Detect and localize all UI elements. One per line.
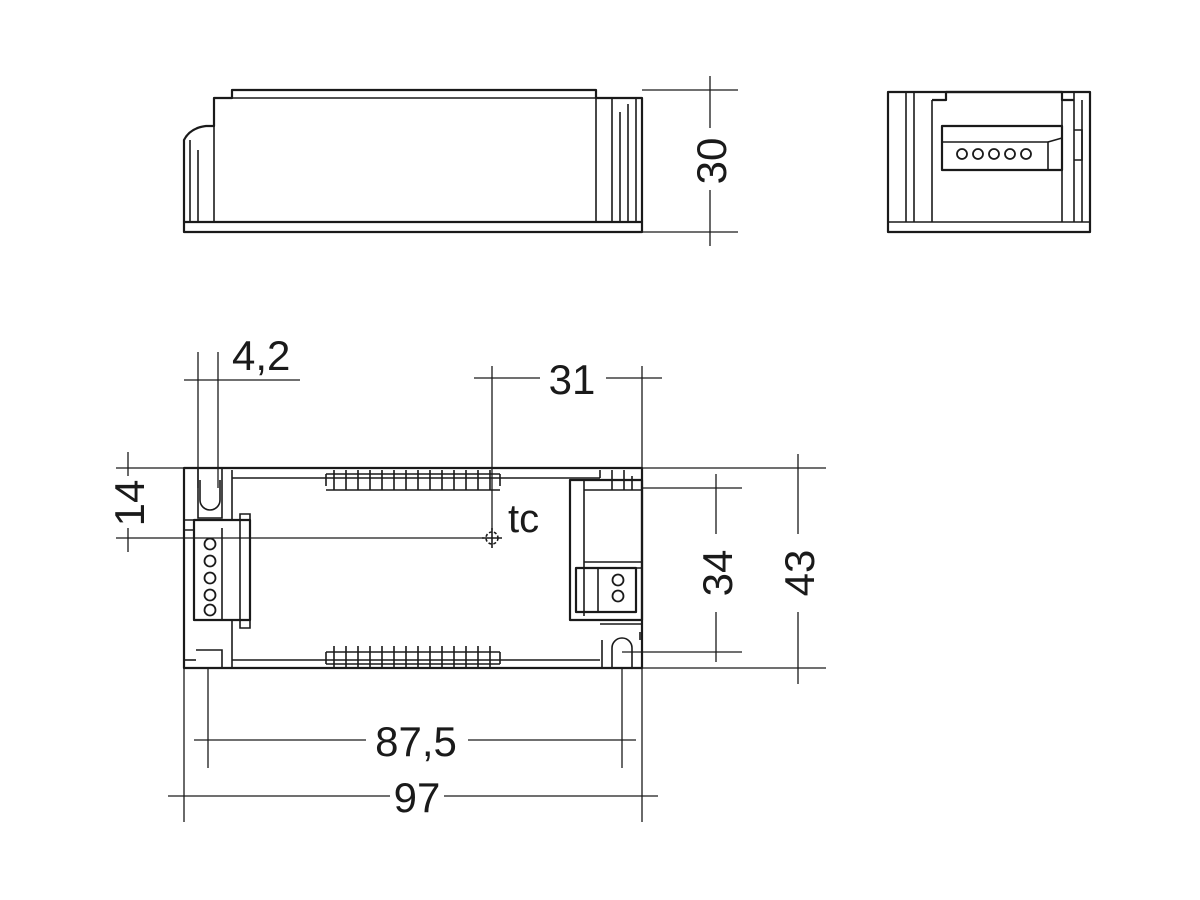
dim-hole: 4,2 [184,332,300,488]
dim-hole-label: 4,2 [232,332,290,379]
side-view [182,88,644,234]
dim-mount-y: 34 [622,474,742,662]
end-view [886,90,1092,234]
dim-tc-y-label: 14 [106,480,153,527]
tc-label: tc [508,497,539,541]
dim-tc-x-label: 31 [549,356,596,403]
vent-bottom [325,646,501,668]
tc-marker [482,528,502,548]
dim-length: 97 [168,668,658,822]
dim-mount-x: 87,5 [194,668,636,768]
dim-tc-y: 14 [106,452,484,552]
dim-height-label: 30 [688,138,735,185]
dim-width: 43 [642,454,826,684]
top-view: tc [182,466,644,670]
dim-length-label: 97 [394,774,441,821]
dim-mount-x-label: 87,5 [375,718,457,765]
dim-width-label: 43 [776,550,823,597]
dim-tc-x: 31 [474,356,662,530]
dim-height: 30 [642,76,738,246]
vent-top [325,470,501,491]
dim-mount-y-label: 34 [694,550,741,597]
